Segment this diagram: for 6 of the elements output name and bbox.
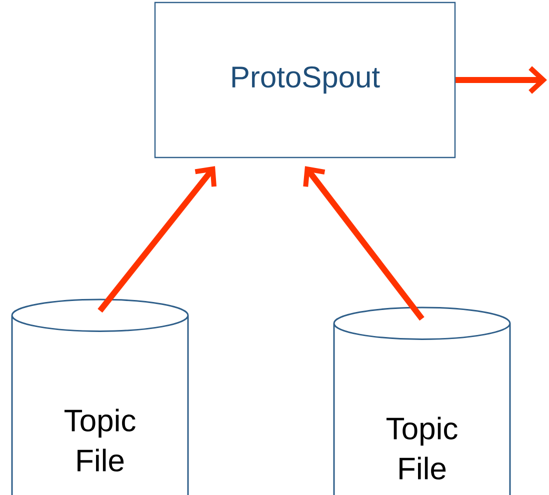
database-cylinder: Topic File <box>11 298 189 495</box>
process-box: ProtoSpout <box>154 2 456 158</box>
database-cylinder: Topic File <box>333 306 511 495</box>
arrow <box>456 66 547 94</box>
arrow <box>98 166 216 313</box>
arrow <box>303 166 424 321</box>
